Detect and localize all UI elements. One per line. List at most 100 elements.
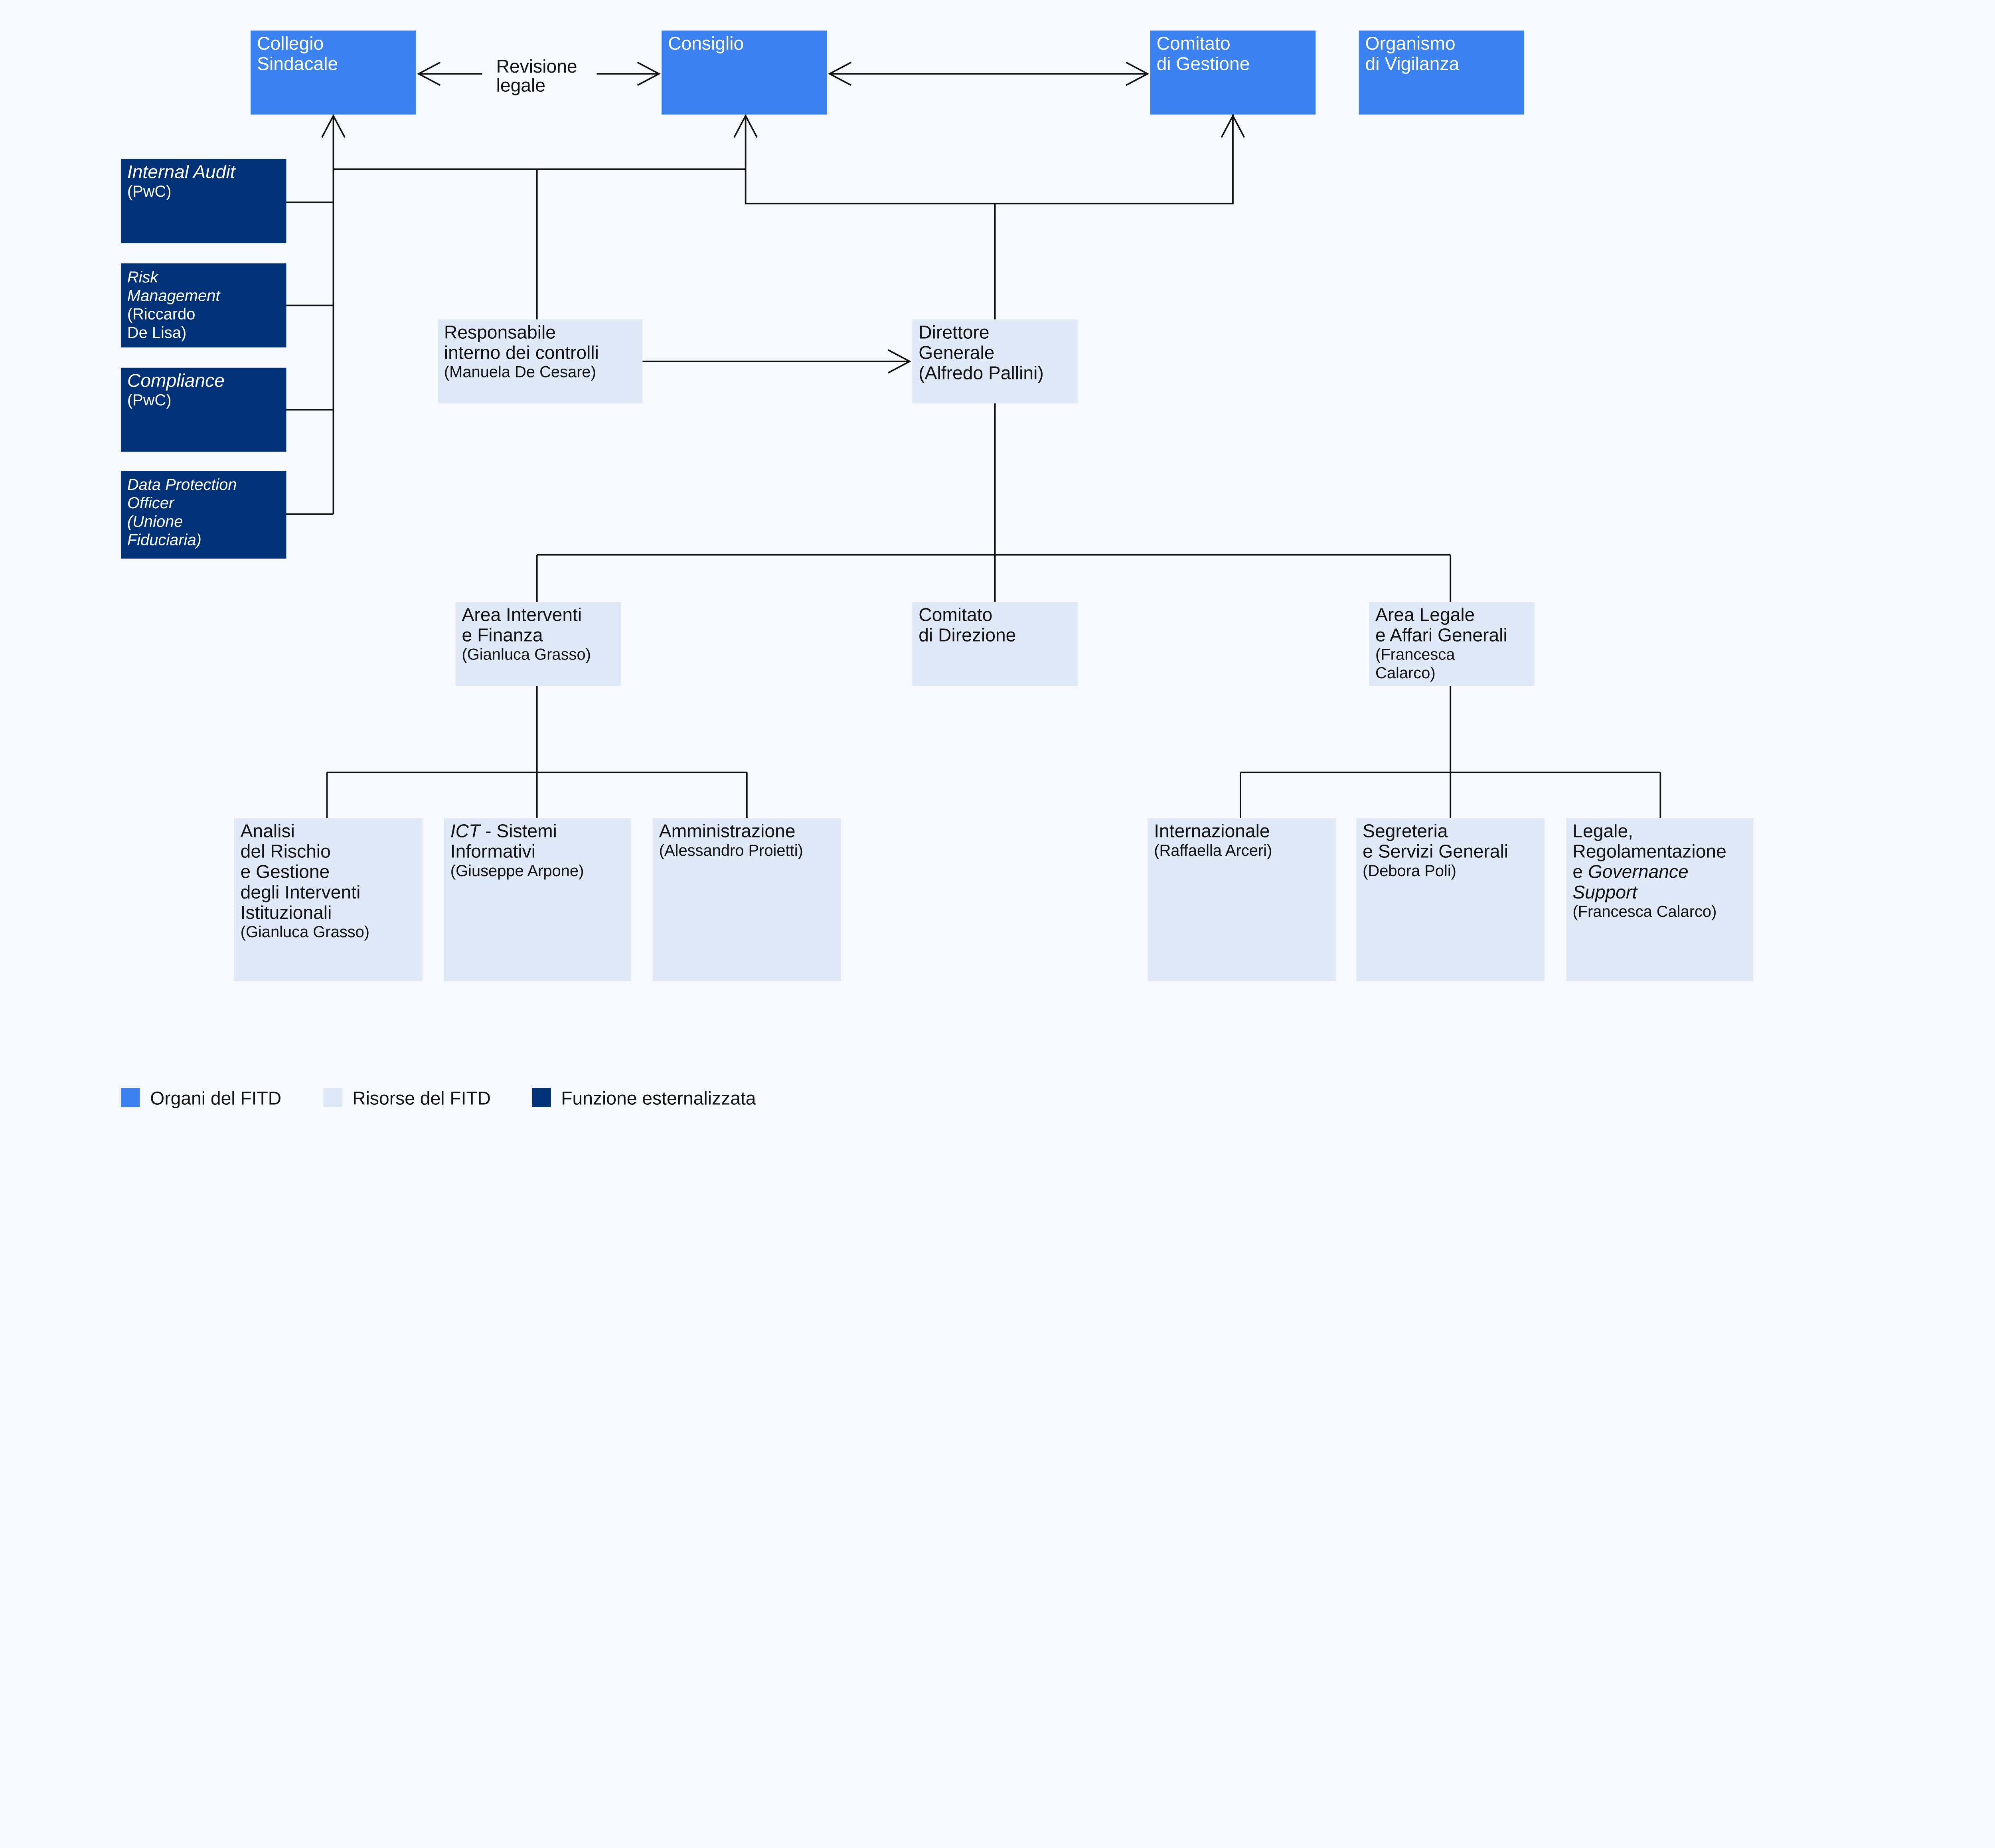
legend-item-organi: Organi del FITD bbox=[120, 1088, 281, 1108]
text-segment: (Manuela De Cesare) bbox=[444, 363, 596, 381]
text-segment: e Servizi Generali bbox=[1363, 841, 1508, 862]
text-segment: Risk bbox=[127, 269, 159, 286]
node-text-line: De Lisa) bbox=[127, 324, 186, 342]
node-text-line: Collegio bbox=[257, 33, 324, 53]
node-text-line: e Finanza bbox=[462, 624, 543, 645]
node-text-line: Regolamentazione bbox=[1572, 841, 1726, 862]
text-segment: di Vigilanza bbox=[1365, 53, 1460, 74]
node-text-line: (Debora Poli) bbox=[1363, 862, 1456, 880]
node-text-line: Risk bbox=[127, 269, 159, 286]
node-box bbox=[120, 367, 286, 452]
node-text-line: Calarco) bbox=[1375, 664, 1436, 682]
node-box bbox=[120, 263, 286, 347]
node-text-line: e Servizi Generali bbox=[1363, 841, 1508, 862]
node-box bbox=[1566, 818, 1754, 981]
node-box bbox=[662, 30, 827, 115]
arrowhead-icon bbox=[637, 61, 661, 86]
text-segment: Consiglio bbox=[668, 33, 744, 53]
node-text-line: Responsabile bbox=[444, 322, 556, 342]
legend: Organi del FITD Risorse del FITD Funzione … bbox=[120, 1088, 756, 1108]
node-text-line: (Raffaella Arceri) bbox=[1154, 842, 1272, 859]
node-text-line: di Direzione bbox=[918, 624, 1016, 645]
text-segment: ICT bbox=[450, 821, 481, 841]
arrowhead-icon bbox=[1126, 61, 1150, 86]
text-segment: De Lisa) bbox=[127, 324, 186, 342]
node-text-line: Area Interventi bbox=[462, 604, 582, 625]
text-segment: Analisi bbox=[241, 821, 295, 841]
node-text-line: (Gianluca Grasso) bbox=[241, 923, 369, 941]
arrowhead-icon bbox=[733, 114, 758, 138]
node-box bbox=[1359, 30, 1525, 115]
node-internazionale[interactable]: Internazionale(Raffaella Arceri) bbox=[1148, 818, 1336, 981]
text-segment: - Sistemi bbox=[480, 821, 557, 841]
legend-swatch bbox=[323, 1088, 342, 1107]
node-internal-audit[interactable]: Internal Audit(PwC) bbox=[120, 159, 286, 243]
text-segment: Comitato bbox=[918, 604, 992, 625]
text-segment: di Direzione bbox=[918, 624, 1016, 645]
text-segment: e Finanza bbox=[462, 624, 543, 645]
legend-item-risorse: Risorse del FITD bbox=[323, 1088, 491, 1108]
text-segment: (PwC) bbox=[127, 391, 172, 409]
node-text-line: Support bbox=[1572, 882, 1638, 902]
text-segment: Istituzionali bbox=[241, 902, 332, 923]
node-box bbox=[652, 818, 841, 981]
node-text-line: (Francesca bbox=[1375, 646, 1455, 663]
node-consiglio[interactable]: Consiglio bbox=[662, 30, 827, 115]
node-text-line: Officer bbox=[127, 494, 175, 512]
text-segment: Support bbox=[1572, 882, 1638, 902]
text-segment: e Gestione bbox=[241, 861, 330, 882]
node-text-line: Direttore bbox=[918, 322, 989, 342]
node-compliance[interactable]: Compliance(PwC) bbox=[120, 367, 286, 452]
text-segment: Officer bbox=[127, 494, 175, 512]
node-text-line: (Francesca Calarco) bbox=[1572, 903, 1716, 920]
connector-line bbox=[745, 115, 1234, 205]
text-segment: Informativi bbox=[450, 841, 535, 862]
node-text-line: Consiglio bbox=[668, 33, 744, 53]
legend-item-esternalizzata: Funzione esternalizzata bbox=[531, 1088, 756, 1108]
node-amministrazione[interactable]: Amministrazione(Alessandro Proietti) bbox=[652, 818, 841, 981]
text-segment: Segreteria bbox=[1363, 821, 1448, 841]
text-segment: Internal Audit bbox=[127, 162, 236, 182]
node-box bbox=[1150, 30, 1316, 115]
text-segment: Area Interventi bbox=[462, 604, 582, 625]
node-text-line: Fiduciaria) bbox=[127, 531, 201, 549]
legend-swatch bbox=[120, 1088, 140, 1107]
node-box bbox=[437, 319, 643, 404]
text-segment: Responsabile bbox=[444, 322, 556, 342]
node-box bbox=[1369, 602, 1535, 686]
text-segment: (Francesca bbox=[1375, 646, 1455, 663]
node-text-line: (Alfredo Pallini) bbox=[918, 362, 1043, 383]
text-segment: Internazionale bbox=[1154, 821, 1270, 841]
node-box bbox=[120, 471, 286, 559]
text-segment: Management bbox=[127, 287, 221, 304]
text-segment: Compliance bbox=[127, 370, 225, 391]
node-box bbox=[251, 30, 416, 115]
text-segment: di Gestione bbox=[1157, 53, 1250, 74]
text-segment: Area Legale bbox=[1375, 604, 1475, 625]
node-text-line: Organismo bbox=[1365, 33, 1456, 53]
node-box bbox=[444, 818, 631, 981]
edge-label-revisione-legale: legale bbox=[496, 75, 545, 96]
text-segment: interno dei controlli bbox=[444, 342, 599, 363]
node-text-line: (Unione bbox=[127, 513, 183, 530]
node-text-line: degli Interventi bbox=[241, 882, 361, 902]
text-segment: degli Interventi bbox=[241, 882, 361, 902]
text-segment: (Giuseppe Arpone) bbox=[450, 862, 584, 880]
node-text-line: (Alessandro Proietti) bbox=[659, 842, 803, 859]
